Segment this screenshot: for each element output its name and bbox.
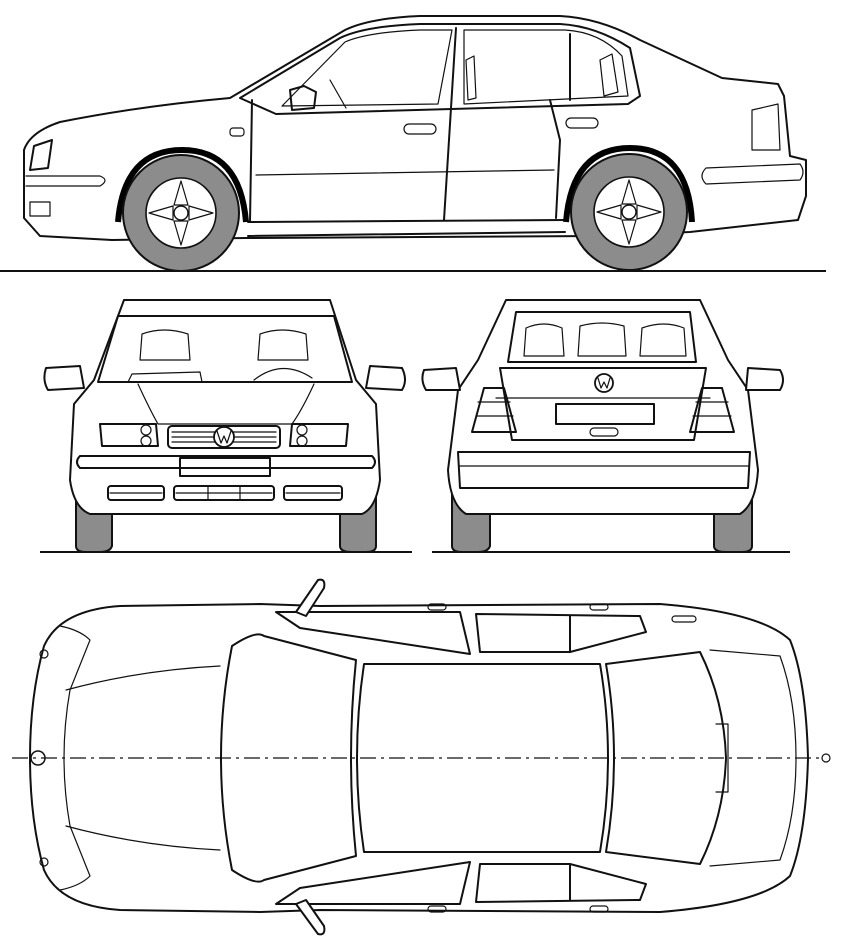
- top-rear-window: [605, 651, 727, 865]
- front-mirror-right: [365, 365, 406, 391]
- lower-vent-left: [107, 485, 165, 501]
- front-wheel: [122, 154, 240, 272]
- front-headrest-left: [139, 329, 191, 361]
- rear-headrest-right: [639, 323, 687, 357]
- headlight-right: [289, 423, 349, 447]
- rear-plate: [555, 403, 655, 425]
- headlight-right-lamp-2: [296, 435, 308, 447]
- rear-body-outline: [447, 299, 759, 515]
- hood-crease-bottom: [65, 825, 221, 851]
- front-door-front-edge: [249, 99, 253, 223]
- vw-logo-icon: [213, 426, 235, 448]
- front-wheel-arch: [115, 146, 249, 223]
- tow-eye: [821, 753, 831, 763]
- side-headlight: [29, 139, 53, 171]
- headlight-left-lamp: [140, 424, 152, 436]
- door-side-molding: [255, 169, 555, 176]
- hood-crease: [137, 383, 315, 425]
- door-handle-top-1: [427, 603, 447, 611]
- rear-bumper: [457, 451, 751, 489]
- rear-window-glass: [507, 311, 697, 363]
- front-window: [281, 29, 453, 107]
- fog-lamp-side: [29, 201, 51, 217]
- top-view: [12, 578, 831, 936]
- top-rear-side-window-lower: [475, 863, 647, 903]
- roof: [356, 663, 609, 853]
- steering-wheel-front: [253, 367, 313, 381]
- rear-headrest-left: [523, 323, 565, 357]
- door-handle-bottom-1: [427, 905, 447, 913]
- trunk-handle: [589, 427, 619, 437]
- top-mirror-upper: [295, 578, 326, 617]
- top-windshield: [220, 633, 357, 883]
- headlight-left-lamp-2: [140, 435, 152, 447]
- headlight-right-lamp: [296, 424, 308, 436]
- headlight-left: [99, 423, 159, 447]
- hood-crease-top: [65, 665, 221, 691]
- front-wheel-badge-icon: [173, 205, 189, 221]
- front-bumper: [76, 455, 376, 469]
- top-front-side-window-upper: [275, 611, 471, 655]
- side-taillight: [751, 103, 781, 151]
- door-handle-bottom-2: [589, 905, 609, 913]
- side-sill: [247, 231, 566, 237]
- windshield: [97, 315, 353, 383]
- side-rocker-line: [247, 219, 566, 223]
- rear-door-handle: [565, 117, 599, 129]
- top-mirror-lower: [295, 899, 326, 936]
- rear-view: [421, 299, 790, 553]
- rear-wheel: [570, 153, 688, 271]
- front-grille: [167, 425, 281, 449]
- rear-wheel-badge-icon: [621, 204, 637, 220]
- top-front-side-window-lower: [275, 861, 471, 905]
- dash-left: [127, 371, 203, 383]
- side-indicator: [229, 127, 245, 137]
- rear-bumper-strip: [701, 163, 804, 185]
- front-mirror-left: [43, 365, 85, 391]
- rear-vw-logo-icon: [594, 373, 614, 393]
- front-view: [40, 299, 412, 553]
- door-handle-top-2: [589, 603, 609, 611]
- lower-vent-right: [283, 485, 343, 501]
- taillight-left: [471, 387, 517, 433]
- front-headrest-right: [257, 329, 309, 361]
- rear-mirror-right: [745, 367, 784, 391]
- front-headrest-side: [465, 55, 477, 101]
- rear-window: [463, 29, 629, 105]
- rear-headrest-side: [599, 53, 619, 97]
- third-brake-light: [715, 723, 729, 793]
- rear-mirror-left: [421, 367, 461, 391]
- fuel-flap: [671, 615, 697, 623]
- rear-headrest-center: [577, 322, 627, 357]
- front-bumper-strip: [25, 175, 106, 187]
- front-door-handle: [403, 123, 437, 135]
- rear-door-rear-edge: [549, 99, 561, 219]
- lower-vent-center: [173, 485, 275, 501]
- side-view: [0, 15, 826, 272]
- taillight-right: [689, 387, 735, 433]
- side-window-frame: [239, 23, 641, 115]
- front-body-outline: [69, 299, 381, 515]
- side-mirror: [289, 85, 317, 111]
- steering-wheel-side: [329, 79, 347, 109]
- b-pillar-line: [443, 27, 457, 221]
- washer-right: [39, 857, 49, 867]
- front-plate: [179, 457, 271, 477]
- washer-left: [39, 649, 49, 659]
- rear-wheel-arch: [563, 144, 695, 223]
- top-rear-side-window-upper: [475, 613, 647, 653]
